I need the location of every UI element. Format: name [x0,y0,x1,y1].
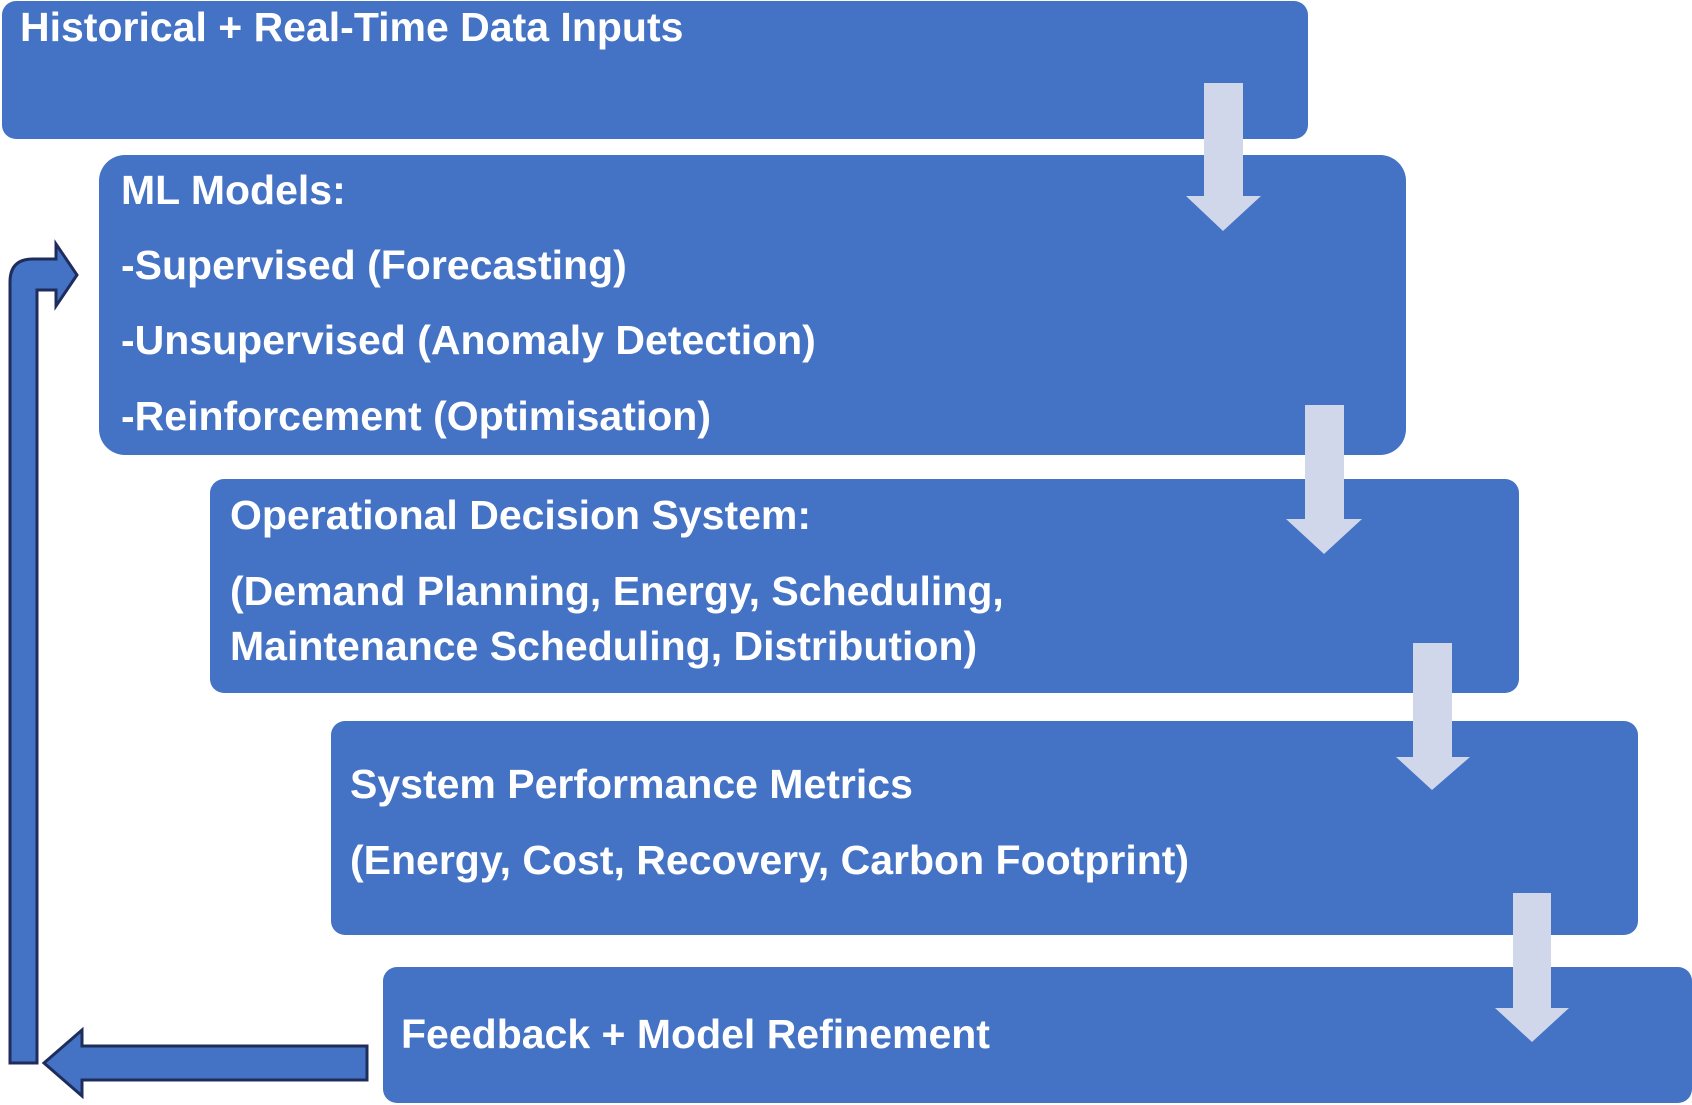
step-4-line-2: (Energy, Cost, Recovery, Carbon Footprin… [350,837,1190,883]
step-box-operational-decision-system: Operational Decision System: (Demand Pla… [210,479,1519,693]
step-2-line-3: -Unsupervised (Anomaly Detection) [121,317,816,363]
step-2-line-4: -Reinforcement (Optimisation) [121,393,711,439]
step-1-line-1: Historical + Real-Time Data Inputs [20,4,684,50]
step-box-feedback-refinement: Feedback + Model Refinement [383,967,1692,1103]
step-3-line-2: (Demand Planning, Energy, Scheduling, [230,568,1004,614]
step-4-line-1: System Performance Metrics [350,761,913,807]
step-3-line-3: Maintenance Scheduling, Distribution) [230,623,978,669]
loop-return-arrow-icon [41,1026,369,1100]
step-box-data-inputs: Historical + Real-Time Data Inputs [2,1,1308,139]
step-box-performance-metrics: System Performance Metrics (Energy, Cost… [331,721,1638,935]
step-box-ml-models: ML Models: -Supervised (Forecasting) -Un… [99,155,1406,455]
step-2-line-2: -Supervised (Forecasting) [121,242,627,288]
step-2-line-1: ML Models: [121,167,346,213]
loop-up-arrow-icon [8,239,79,1065]
step-5-line-1: Feedback + Model Refinement [401,1011,990,1057]
step-3-line-1: Operational Decision System: [230,492,812,538]
